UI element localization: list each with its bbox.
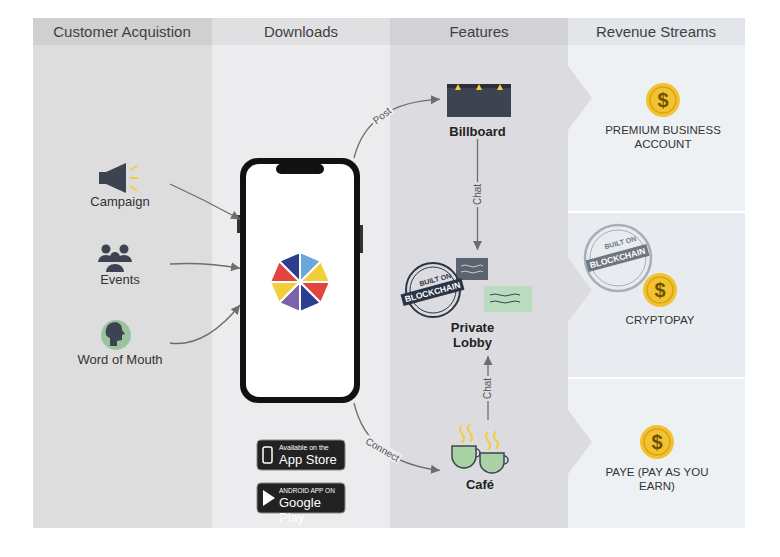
channel-node: Word of Mouth [70,318,170,368]
node-text: Café [440,477,520,492]
connector-arrow [170,305,240,344]
header-band [568,18,745,45]
phone-node [240,158,360,403]
phone-illustration [237,158,363,403]
connector-label: Chat [472,182,483,207]
node-text: Billboard [440,124,515,139]
node-text: PREMIUM BUSINESS ACCOUNT [593,123,733,151]
node-text: PAYE (PAY AS YOU EARN) [587,465,727,493]
people-icon [98,245,132,273]
revenue-node: $ PREMIUM BUSINESS ACCOUNT [593,83,733,151]
header-band [390,18,568,45]
connector-label: Chat [483,375,494,400]
connector-arrow [354,99,440,158]
node-text: Events [70,272,170,288]
revenue-node: $ PAYE (PAY AS YOU EARN) [587,425,727,493]
column-header: Features [449,23,508,40]
chevron [568,66,592,130]
column-header: Downloads [264,23,338,40]
chevron [568,410,592,474]
node-text: $ [593,83,733,117]
channel-node: Events [70,240,170,288]
app-logo [270,252,330,312]
chat-bubbles [456,258,532,312]
connector-arrow [170,264,240,269]
stamp-ring [585,225,651,291]
speaking-head-icon [101,320,131,350]
billboard-illustration [447,84,511,117]
store-badge-node: Available on theApp Store [257,440,345,470]
column-band [390,18,568,528]
header-band [212,18,390,45]
store-badge-node: ANDROID APP ONGoogle Play [257,483,345,513]
feature-node: Private Lobby [405,250,540,356]
megaphone-icon [99,163,138,193]
column-header: Revenue Streams [596,23,716,40]
revenue-panel [568,379,745,528]
node-text: Private Lobby [441,320,505,350]
node-text: ANDROID APP ON [279,483,345,495]
column-header: Customer Acquistion [53,23,191,40]
feature-node: Café [440,420,520,492]
node-text: App Store [279,452,345,467]
revenue-panel [568,213,745,377]
column-band [33,18,212,528]
node-text: $ [587,425,727,459]
node-text: Word of Mouth [70,352,170,368]
channel-node: Campaign [70,158,170,210]
connector-arrow [354,403,440,470]
revenue-panel [568,45,745,211]
feature-node: Billboard [440,78,515,139]
node-text: Available on the [279,440,345,452]
coffee-cups [452,424,508,473]
store-badge [257,440,345,470]
revenue-node: $ CRYPTOPAY [590,273,730,327]
node-text: Campaign [70,194,170,210]
header-band [33,18,212,45]
node-text: Google Play [279,495,345,525]
play-glyph [263,490,275,506]
connector-arrow [170,184,240,219]
column-band [212,18,390,528]
phone-glyph [263,447,272,463]
node-text: CRYPTOPAY [590,313,730,327]
node-text: $ [590,273,730,307]
